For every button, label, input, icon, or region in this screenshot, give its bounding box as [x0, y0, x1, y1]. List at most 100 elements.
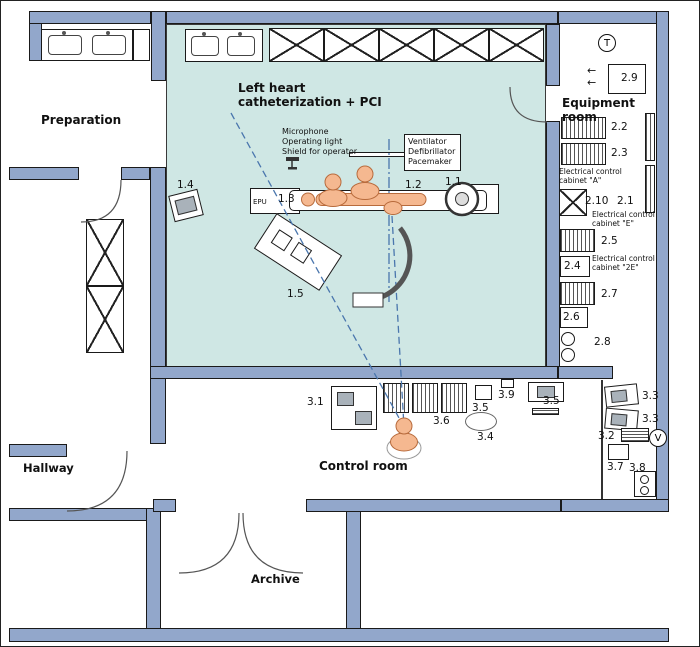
annotation-shield: Shield for operator [282, 147, 358, 156]
device-2-7 [560, 282, 595, 305]
pacemaker-label: Pacemaker [408, 157, 452, 166]
wall-lab-left [150, 167, 166, 444]
keyboard-3-2 [621, 428, 649, 442]
annotation-cabinet-e: Electrical control cabinet "E" [592, 210, 655, 228]
monitor-screen [610, 413, 628, 427]
item-label-3-8: 3.8 [629, 462, 646, 474]
item-label-1-3: 1.3 [278, 193, 295, 205]
item-label-2-2: 2.2 [611, 121, 628, 133]
prep-sink-unit [41, 29, 133, 61]
wall-archive-left [146, 508, 161, 630]
device-3-8 [634, 471, 656, 497]
patient-table [289, 190, 487, 211]
item-label-3-3: 3.3 [642, 390, 659, 402]
lab-sink-unit [185, 29, 263, 62]
item-label-1-5: 1.5 [287, 288, 304, 300]
workstation-3-1 [331, 386, 377, 430]
device-round [640, 475, 649, 484]
device-3-5 [475, 385, 492, 400]
v-symbol-label: V [654, 432, 662, 444]
item-label-3-5b: 3.5 [543, 395, 560, 407]
wall-prep-bottom-connector [121, 167, 150, 180]
annotation-epu: EPU [253, 198, 267, 206]
crossed-cabinet [86, 286, 124, 353]
room-label-preparation: Preparation [41, 113, 122, 127]
device-round [561, 348, 575, 362]
crossed-cabinet [269, 28, 324, 62]
small-device [501, 379, 514, 388]
keyboard [532, 408, 559, 415]
item-label-2-3: 2.3 [611, 147, 628, 159]
wall-control-bottom-a [153, 499, 176, 512]
room-label-cath-lab: Left heart catheterization + PCI [238, 81, 382, 109]
airflow-arrow-icon: ← [587, 64, 597, 77]
item-label-3-2: 3.2 [598, 430, 615, 442]
wall-control-bottom-c [561, 499, 669, 512]
item-label-2-6: 2.6 [563, 311, 580, 323]
item-label-2-10: 2.10 [585, 195, 609, 207]
instrument-tray [289, 241, 313, 264]
monitor-screen [537, 386, 555, 398]
item-label-1-1: 1.1 [445, 176, 462, 188]
wall-prep-lab-upper [151, 11, 166, 81]
wall-archive-right [346, 508, 361, 630]
device-2-5 [560, 229, 595, 252]
monitor-screen [174, 195, 198, 216]
annotation-cabinet-a: Electrical control cabinet "A" [559, 167, 622, 185]
item-label-3-3b: 3.3 [642, 413, 659, 425]
sink-basin [48, 35, 82, 55]
monitor-screen [610, 389, 628, 404]
wall-hallway-top [9, 444, 67, 457]
instrument-tray [270, 229, 293, 252]
item-label-3-9: 3.9 [498, 389, 515, 401]
chair-3-4 [465, 412, 497, 431]
operator-body [390, 432, 418, 452]
control-room-operator [390, 417, 418, 452]
faucet-icon [62, 31, 66, 35]
item-label-3-6: 3.6 [433, 415, 450, 427]
wall-lab-equip-upper [546, 24, 560, 86]
annotation-cabinet-2e: Electrical control cabinet "2E" [592, 254, 655, 272]
airflow-arrow-icon: ← [587, 76, 597, 89]
item-label-2-7: 2.7 [601, 288, 618, 300]
door-arc-archive-right [242, 512, 304, 574]
sink-basin [92, 35, 126, 55]
item-label-2-5: 2.5 [601, 235, 618, 247]
sink-basin [191, 36, 219, 56]
wall-building-bottom [9, 628, 669, 642]
prep-counter [133, 29, 150, 61]
monitor-screen [355, 411, 372, 425]
operator-chair [386, 436, 422, 460]
monitor-3-3 [603, 383, 640, 408]
device-crossed [559, 189, 587, 216]
operator-head [395, 417, 413, 435]
item-label-3-1: 3.1 [307, 396, 324, 408]
item-label-2-9: 2.9 [621, 72, 638, 84]
device-2-3 [561, 143, 606, 165]
annotation-microphone: Microphone [282, 127, 329, 136]
device-2-2 [561, 117, 606, 139]
computer-3-5 [528, 382, 564, 402]
door-arc-hallway [66, 450, 128, 512]
item-label-2-8: 2.8 [594, 336, 611, 348]
wall-equip-bottom [558, 366, 613, 379]
device-round [640, 486, 649, 495]
ventilator-box: Ventilator Defibrillator Pacemaker [404, 134, 461, 171]
item-label-3-5: 3.5 [472, 402, 489, 414]
item-label-3-4: 3.4 [477, 431, 494, 443]
wall-lab-control [150, 366, 558, 379]
crossed-cabinet [379, 28, 434, 62]
annotation-operating-light: Operating light [282, 137, 343, 146]
item-label-1-4: 1.4 [177, 179, 194, 191]
console-3-6 [412, 383, 438, 413]
door-arc-preparation [80, 179, 122, 223]
defibrillator-label: Defibrillator [408, 147, 456, 156]
crossed-cabinet [489, 28, 544, 62]
crossed-cabinet [434, 28, 489, 62]
item-label-3-7: 3.7 [607, 461, 624, 473]
console-3-6 [383, 383, 409, 413]
faucet-icon [202, 32, 206, 36]
device-3-7 [608, 444, 629, 460]
thermostat-symbol: T [598, 34, 616, 52]
item-label-2-4: 2.4 [564, 260, 581, 272]
